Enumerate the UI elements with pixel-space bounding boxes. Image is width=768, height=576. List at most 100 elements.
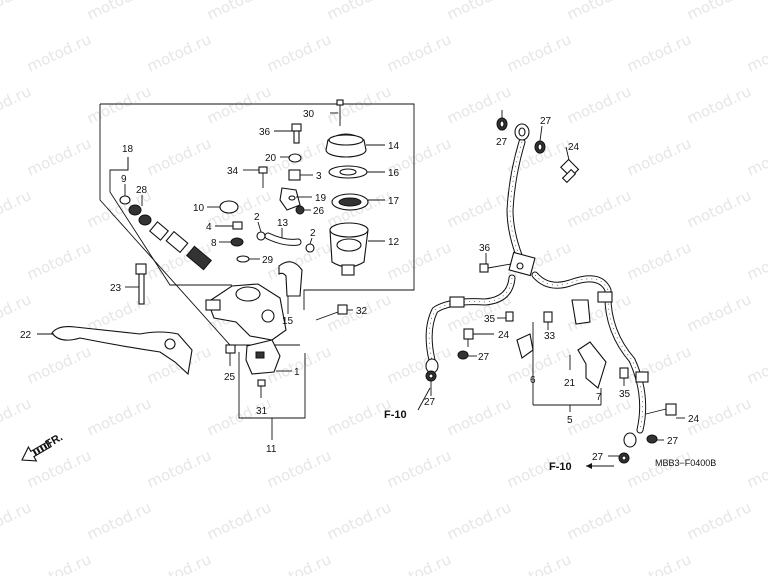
joint-4 <box>232 221 243 230</box>
callout-8: 8 <box>211 238 217 249</box>
watermark-text: motod.ru <box>504 30 574 75</box>
watermark-text: motod.ru <box>684 498 754 543</box>
right-lower-brake-hose <box>531 271 649 448</box>
callout-27a: 27 <box>496 137 508 148</box>
callout-27e: 27 <box>667 436 679 447</box>
screw-31 <box>257 379 266 398</box>
callout-27b: 27 <box>540 116 552 127</box>
front-direction-label: FR. <box>44 431 65 450</box>
callout-5: 5 <box>567 415 573 426</box>
screw-26 <box>295 205 305 215</box>
callout-13: 13 <box>277 218 289 229</box>
callout-34: 34 <box>227 166 239 177</box>
watermark-text: motod.ru <box>24 342 94 387</box>
diagram-code: MBB3−F0400B <box>655 458 716 468</box>
watermark-text: motod.ru <box>204 498 274 543</box>
screw-30 <box>336 99 344 126</box>
watermark-text: motod.ru <box>24 30 94 75</box>
callout-28: 28 <box>136 185 148 196</box>
watermark-text: motod.ru <box>204 82 274 127</box>
callout-21: 21 <box>564 378 576 389</box>
watermark-text: motod.ru <box>204 0 274 24</box>
callout-27f: 27 <box>592 452 604 463</box>
arrow-f10-bottom <box>586 463 614 469</box>
watermark-text: motod.ru <box>384 342 454 387</box>
watermark-text: motod.ru <box>564 498 634 543</box>
left-lower-brake-hose <box>425 274 516 374</box>
washer-27f <box>618 452 630 464</box>
reservoir-cap <box>325 133 367 158</box>
screw-34 <box>258 166 268 188</box>
watermark-text: motod.ru <box>84 0 154 24</box>
brake-light-switch <box>245 339 281 375</box>
callout-24a: 24 <box>568 142 580 153</box>
watermark-text: motod.ru <box>84 82 154 127</box>
callout-14: 14 <box>388 141 400 152</box>
watermark-text: motod.ru <box>444 0 514 24</box>
callout-36: 36 <box>259 127 271 138</box>
nut-3 <box>288 169 301 181</box>
watermark-text: motod.ru <box>624 30 694 75</box>
watermark-text: motod.ru <box>684 186 754 231</box>
callout-16: 16 <box>388 168 400 179</box>
washer-27a <box>496 117 508 131</box>
watermark-text: motod.ru <box>144 134 214 179</box>
watermark-text: motod.ru <box>564 186 634 231</box>
washer-27d <box>457 350 469 360</box>
watermark-text: motod.ru <box>624 238 694 283</box>
clip-2b <box>305 243 315 253</box>
front-direction-arrow <box>21 440 52 462</box>
watermark-text: motod.ru <box>744 30 768 75</box>
handlebar-holder <box>278 261 303 297</box>
watermark-text: motod.ru <box>144 446 214 491</box>
clip-2a <box>256 231 266 241</box>
callout-11: 11 <box>266 444 277 455</box>
watermark-text: motod.ru <box>504 550 574 576</box>
reservoir-hose <box>264 232 302 246</box>
reference-f10-bottom: F-10 <box>549 461 572 473</box>
callout-20: 20 <box>265 153 277 164</box>
callout-18: 18 <box>122 144 134 155</box>
watermark-text: motod.ru <box>384 30 454 75</box>
watermark-text: motod.ru <box>444 394 514 439</box>
watermark-text: motod.ru <box>324 498 394 543</box>
callout-32: 32 <box>356 306 368 317</box>
bolt-32 <box>315 304 348 321</box>
callout-labels: 30 36 14 20 3 16 34 19 17 26 10 2 13 4 2… <box>20 109 716 473</box>
bolt-36-right <box>479 263 512 273</box>
bolt-33 <box>543 311 553 323</box>
diaphragm <box>331 193 369 211</box>
watermark-text: motod.ru <box>384 550 454 576</box>
washer-27e <box>646 434 658 444</box>
watermark-text: motod.ru <box>564 0 634 24</box>
screw-25 <box>225 344 236 366</box>
watermark-text: motod.ru <box>144 30 214 75</box>
watermark-text: motod.ru <box>144 550 214 576</box>
oring-8 <box>230 237 244 247</box>
grommet-20 <box>288 153 302 163</box>
pivot-bolt <box>135 263 147 305</box>
watermark-text: motod.ru <box>744 238 768 283</box>
watermark-text: motod.ru <box>744 446 768 491</box>
callout-24c: 24 <box>688 414 700 425</box>
watermark-text: motod.ru <box>324 0 394 24</box>
callout-35a: 35 <box>484 314 496 325</box>
callout-12: 12 <box>388 237 400 248</box>
diaphragm-plate <box>328 165 368 179</box>
banjo-bolt-24b <box>463 328 474 347</box>
callout-27d: 27 <box>478 352 490 363</box>
callout-26: 26 <box>313 206 325 217</box>
callout-19: 19 <box>315 193 327 204</box>
callout-6: 6 <box>530 375 536 386</box>
watermark-text: motod.ru <box>0 82 34 127</box>
callout-10: 10 <box>193 203 205 214</box>
watermark-text: motod.ru <box>684 0 754 24</box>
callout-22: 22 <box>20 330 32 341</box>
hose-guide-stay <box>571 299 607 389</box>
watermark-text: motod.ru <box>624 550 694 576</box>
watermark-text: motod.ru <box>24 550 94 576</box>
watermark-text: motod.ru <box>84 498 154 543</box>
watermark-text: motod.ru <box>624 446 694 491</box>
watermark-text: motod.ru <box>0 290 34 335</box>
